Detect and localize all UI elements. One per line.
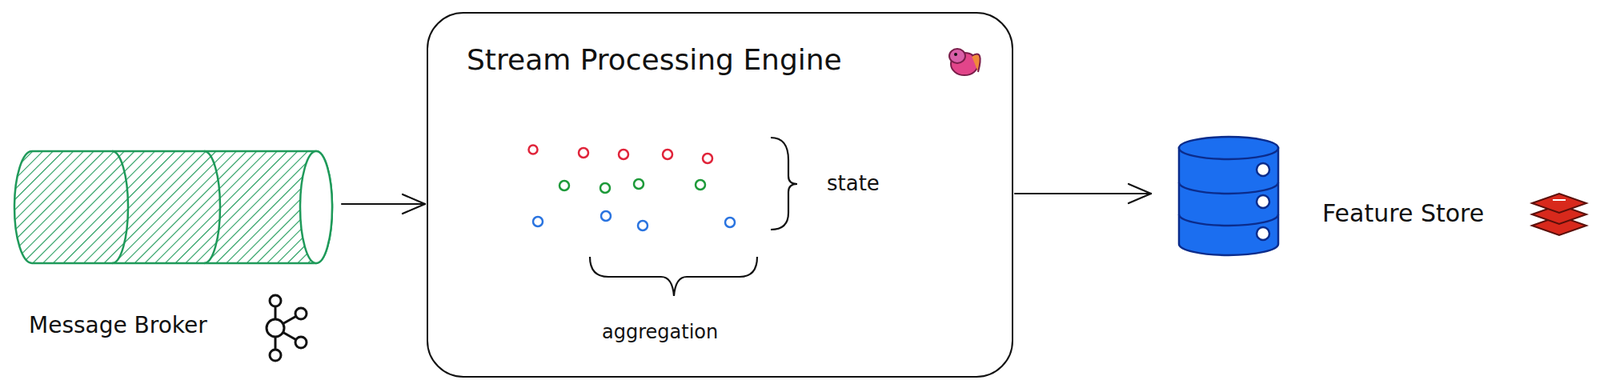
queue-cylinder <box>14 151 333 264</box>
flink-icon <box>949 48 981 76</box>
kafka-icon <box>266 295 307 361</box>
node-label: Message Broker <box>28 312 208 340</box>
arrow-connector <box>1014 184 1151 204</box>
engine-box: Stream Processing Engine <box>426 12 1014 378</box>
arrow-connector <box>341 194 426 214</box>
connector-stroke <box>402 194 426 205</box>
connector-stroke <box>402 204 426 214</box>
aggregation-brace <box>589 256 758 297</box>
state-brace <box>770 137 798 230</box>
store-node: Feature Store <box>1152 132 1593 265</box>
connector-stroke <box>1128 193 1151 204</box>
box-title: Stream Processing Engine <box>466 42 843 77</box>
connector-stroke <box>1128 184 1151 194</box>
node-label: Feature Store <box>1322 199 1484 229</box>
connector-stroke <box>341 203 426 205</box>
brace-label: state <box>826 171 880 197</box>
connector-stroke <box>1014 192 1151 195</box>
state-dots <box>529 145 736 232</box>
queue-node: Message Broker <box>12 148 341 377</box>
brace-label: aggregation <box>601 320 718 345</box>
redis-icon <box>1531 193 1587 236</box>
database-icon <box>1178 136 1279 256</box>
